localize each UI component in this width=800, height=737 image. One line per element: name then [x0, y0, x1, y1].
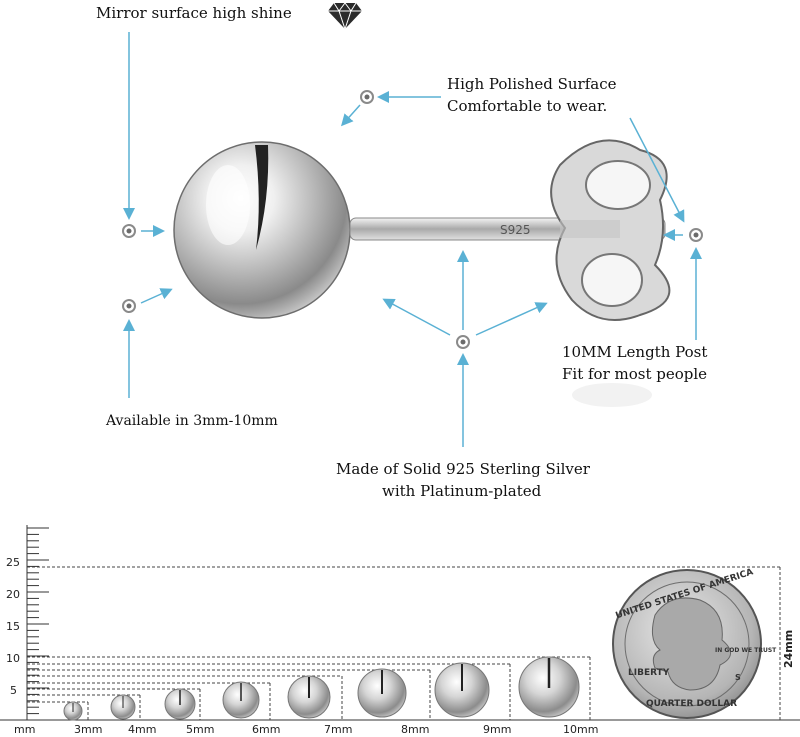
ball-3mm: [63, 701, 83, 721]
feature-post-label: 10MM Length Post Fit for most people: [562, 341, 707, 385]
size-label-5mm: 5mm: [186, 723, 214, 736]
ball-5mm: [164, 688, 196, 720]
tick-label-20: 20: [6, 588, 20, 601]
material-line-2: with Platinum-plated: [382, 482, 542, 500]
polished-line-1: High Polished Surface: [447, 75, 617, 93]
size-label-3mm: 3mm: [74, 723, 102, 736]
coin-mint: S: [735, 673, 741, 682]
ball-7mm: [287, 675, 331, 719]
tick-label-5: 5: [10, 684, 17, 697]
coin-motto: IN GOD WE TRUST: [715, 647, 777, 654]
stamp-text: S925: [500, 223, 531, 237]
tick-label-10: 10: [6, 652, 20, 665]
ball-8mm: [357, 668, 407, 718]
quarter-coin: LIBERTY IN GOD WE TRUST S QUARTER DOLLAR…: [612, 567, 777, 719]
feature-mirror-label: Mirror surface high shine: [96, 2, 292, 24]
coin-bottom-text: QUARTER DOLLAR: [646, 699, 737, 709]
ball-10mm: [518, 656, 580, 718]
feature-polished-label: High Polished Surface Comfortable to wea…: [447, 73, 617, 117]
ball-6mm: [222, 681, 260, 719]
post-line-1: 10MM Length Post: [562, 343, 708, 361]
polished-line-2: Comfortable to wear.: [447, 97, 608, 115]
unit-label: mm: [14, 723, 35, 736]
size-labels: 3mm 4mm 5mm 6mm 7mm 8mm 9mm 10mm: [74, 723, 598, 736]
coin-size-label: 24mm: [782, 630, 795, 668]
size-label-7mm: 7mm: [324, 723, 352, 736]
mirror-text: Mirror surface high shine: [96, 4, 292, 22]
size-label-6mm: 6mm: [252, 723, 280, 736]
post-line-2: Fit for most people: [562, 365, 708, 383]
material-line-1: Made of Solid 925 Sterling Silver: [336, 460, 590, 478]
dashed-guides: [27, 566, 781, 720]
size-scale-axis: [0, 525, 800, 721]
earring-back: [550, 139, 671, 407]
ball-4mm: [110, 694, 136, 720]
available-text: Available in 3mm-10mm: [106, 413, 278, 429]
earring-ball: [173, 141, 351, 319]
tick-label-15: 15: [6, 620, 20, 633]
tick-label-25: 25: [6, 556, 20, 569]
coin-liberty: LIBERTY: [628, 668, 670, 678]
size-label-9mm: 9mm: [483, 723, 511, 736]
size-label-4mm: 4mm: [128, 723, 156, 736]
scale-tick-labels: 5 10 15 20 25 mm: [6, 556, 35, 736]
ball-9mm: [434, 662, 490, 718]
size-label-10mm: 10mm: [563, 723, 598, 736]
feature-available-label: Available in 3mm-10mm: [106, 410, 278, 432]
feature-material-label: Made of Solid 925 Sterling Silver with P…: [336, 458, 590, 502]
size-label-8mm: 8mm: [401, 723, 429, 736]
diamond-icon: [328, 2, 362, 31]
size-balls: [63, 656, 580, 721]
callout-arrows: [123, 32, 702, 447]
